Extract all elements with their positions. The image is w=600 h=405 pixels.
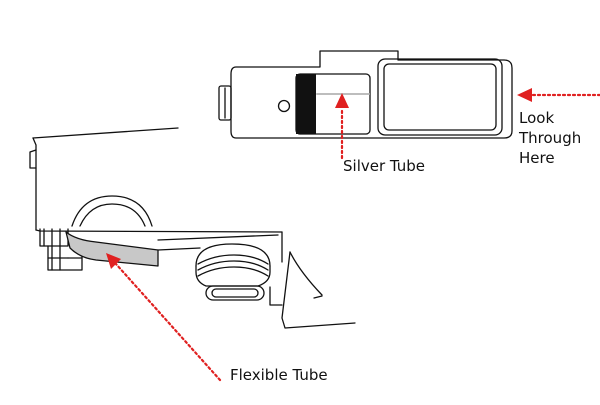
perspective-right-curve: [289, 251, 323, 296]
arrow-look-through-head: [517, 88, 532, 102]
perspective-left-notch: [29, 149, 37, 169]
arrow-flexible-tube-head: [106, 253, 121, 269]
housing-left-tab: [218, 85, 232, 121]
arrow-flexible-tube-shaft: [114, 262, 222, 382]
dome-inner: [79, 203, 146, 227]
viewing-window-inner: [383, 63, 497, 131]
housing-perspective-view: [29, 127, 356, 329]
housing-top-view: [218, 50, 513, 139]
look-through-line: Here: [519, 149, 555, 167]
perspective-left-side: [32, 137, 37, 231]
flexible-tube-label: Flexible Tube: [230, 366, 328, 384]
look-through-here-label: Look Through Here: [519, 108, 581, 168]
perspective-front-face: [35, 229, 283, 233]
dome-outer: [71, 195, 153, 227]
silver-tube-label: Silver Tube: [343, 157, 426, 175]
perspective-small-mark: [313, 295, 323, 299]
flexible-tube: [65, 231, 159, 267]
arrow-silver-tube-head: [335, 93, 349, 108]
look-through-line: Through: [519, 129, 582, 147]
perspective-ledge-bottom: [157, 247, 201, 251]
perspective-ledge-top: [157, 234, 279, 241]
housing-screw-hole: [277, 99, 291, 113]
pointer-arrows: [114, 93, 600, 382]
perspective-right-body: [281, 231, 356, 329]
round-connector: [195, 243, 271, 301]
perspective-top-edge: [32, 127, 179, 139]
look-through-line: Look: [519, 109, 555, 127]
window-dark-band: [296, 74, 316, 134]
housing-outline: [230, 50, 513, 139]
viewing-window-outer: [377, 58, 503, 136]
perspective-step: [269, 286, 283, 306]
